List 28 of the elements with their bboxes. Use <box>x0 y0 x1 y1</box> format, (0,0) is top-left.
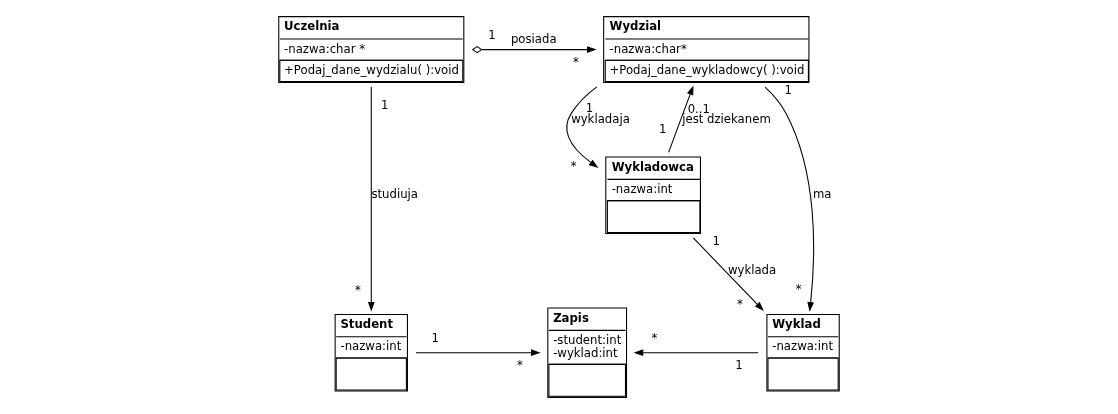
edge-label: studiuja <box>371 187 418 202</box>
edge-label: ma <box>812 187 832 202</box>
label: * <box>795 281 802 296</box>
arrow <box>668 85 694 153</box>
label: 0..1 <box>687 101 710 116</box>
label: 1 <box>431 331 439 346</box>
label: 1 <box>784 82 792 97</box>
label: 1 <box>735 358 743 373</box>
label: 1 <box>712 234 720 249</box>
label: 1 <box>380 98 389 113</box>
edge-label: wyklada <box>727 262 777 277</box>
arrow <box>367 86 375 312</box>
label: * <box>570 158 577 173</box>
arrow <box>415 349 541 357</box>
label: * <box>516 358 523 373</box>
arrow <box>692 237 764 312</box>
arrow <box>566 86 599 168</box>
label: 1 <box>658 121 667 136</box>
label: * <box>354 282 361 297</box>
label: * <box>736 297 743 312</box>
label: 1 <box>488 28 496 43</box>
arrow <box>471 46 597 54</box>
label: * <box>651 331 658 346</box>
edge-label: posiada <box>510 32 557 47</box>
edge-label: wykladaja <box>571 111 630 126</box>
arrow <box>633 349 759 357</box>
label: * <box>572 55 579 69</box>
arrow <box>764 86 815 312</box>
